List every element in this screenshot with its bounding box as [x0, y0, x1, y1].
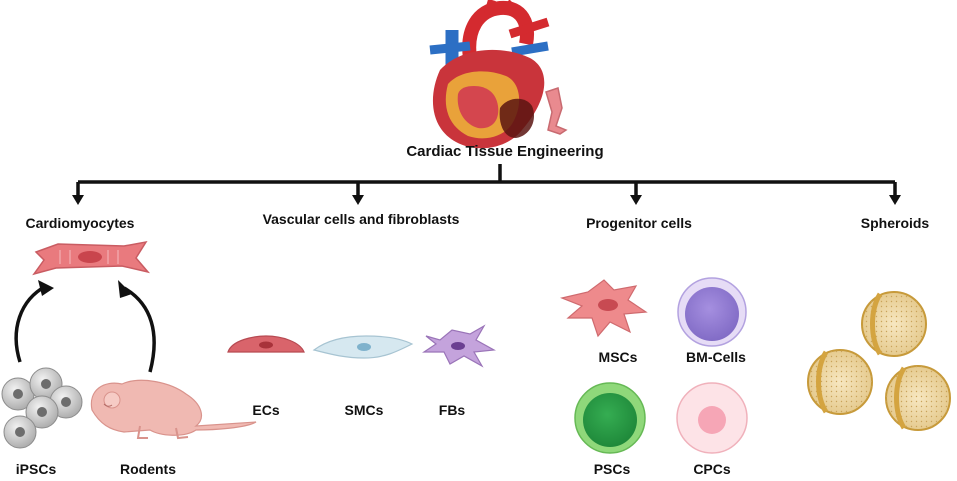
label-pscs: PSCs — [594, 461, 631, 477]
heart-icon — [429, 0, 550, 149]
tree-arrowheads — [72, 195, 901, 205]
msc-cell-icon — [559, 279, 648, 338]
spheroid-icon — [861, 291, 927, 357]
spheroid-icon — [807, 349, 873, 415]
diagram-title: Cardiac Tissue Engineering — [406, 143, 603, 160]
ec-cell-icon — [227, 335, 305, 353]
label-bm-cells: BM-Cells — [686, 349, 746, 365]
arrowhead-ipscs — [38, 280, 54, 296]
vessel-segment-icon — [545, 87, 568, 135]
label-ipscs: iPSCs — [16, 461, 57, 477]
tree-connector — [76, 164, 897, 196]
label-cpcs: CPCs — [693, 461, 731, 477]
category-spheroids: Spheroids — [861, 215, 930, 231]
fb-cell-icon — [422, 324, 496, 368]
rodent-icon — [90, 379, 257, 440]
category-progenitor: Progenitor cells — [586, 215, 692, 231]
label-ecs: ECs — [252, 402, 279, 418]
arrowhead-rodents — [118, 280, 132, 298]
bm-cell-icon — [677, 277, 747, 347]
category-cardiomyocytes: Cardiomyocytes — [26, 215, 135, 231]
category-vascular: Vascular cells and fibroblasts — [263, 211, 460, 227]
label-mscs: MSCs — [599, 349, 638, 365]
smc-cell-icon — [312, 335, 414, 359]
ipsc-cluster-icon — [1, 367, 83, 449]
source-arrows — [14, 284, 156, 373]
cpc-cell-icon — [676, 382, 748, 454]
spheroid-icon — [885, 365, 951, 431]
label-rodents: Rodents — [120, 461, 176, 477]
psc-cell-icon — [574, 382, 646, 454]
label-fbs: FBs — [439, 402, 466, 418]
label-smcs: SMCs — [345, 402, 384, 418]
cardiomyocyte-cell — [32, 240, 151, 276]
